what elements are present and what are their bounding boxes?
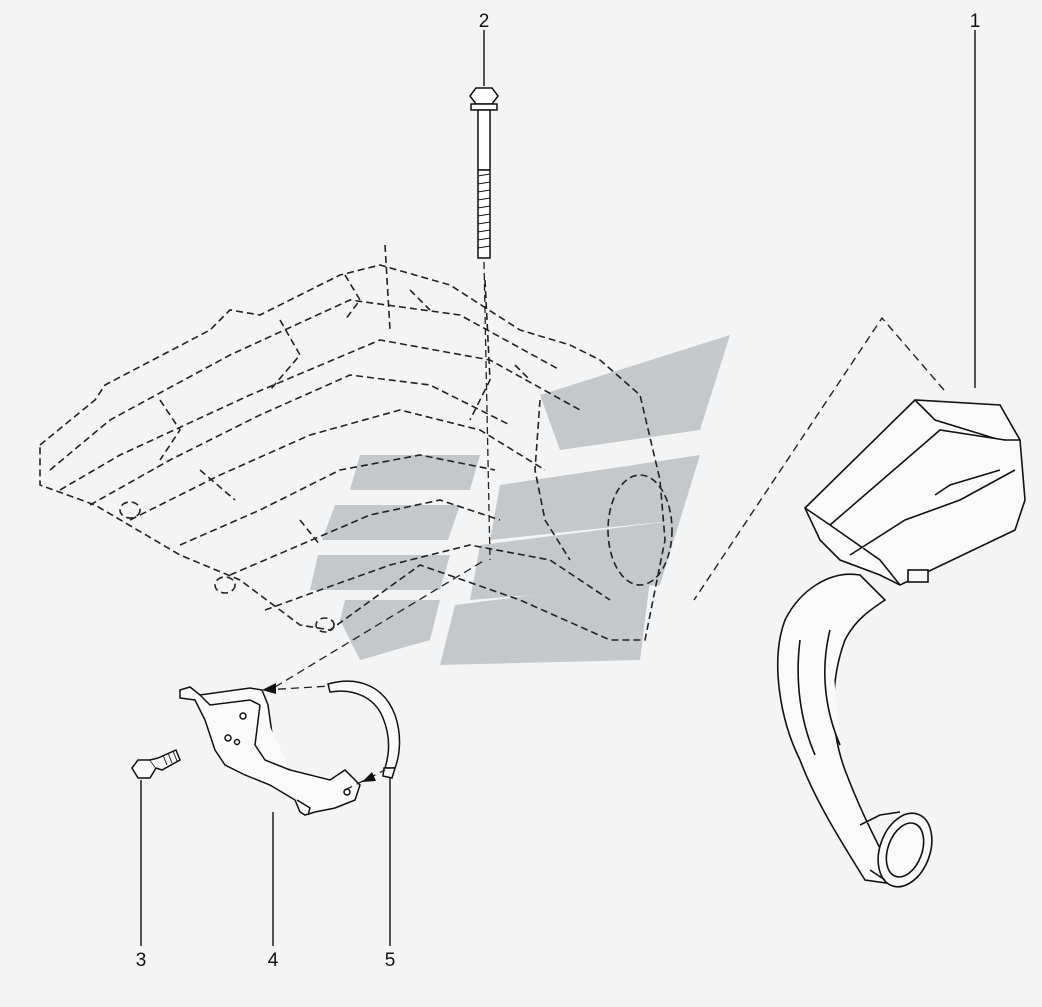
bolt-axis-dashed [483,261,491,561]
callout-label-5: 5 [384,950,396,971]
callout-label-4: 4 [267,950,279,971]
intake-manifold-outline [39,244,673,641]
leader-lines [140,30,976,946]
callout-label-3: 3 [135,950,147,971]
clamp-icon [327,680,401,779]
air-intake-duct-icon [777,399,1026,888]
bracket-icon [179,686,361,816]
long-bolt-icon [469,87,499,259]
assembly-arrows [264,559,486,791]
arrow-heads [262,683,376,782]
watermark-logo [310,335,730,665]
short-bolt-icon [131,748,181,779]
duct-fit-line-dashed [693,316,945,601]
callout-label-1: 1 [969,11,981,32]
callout-label-2: 2 [478,11,490,32]
